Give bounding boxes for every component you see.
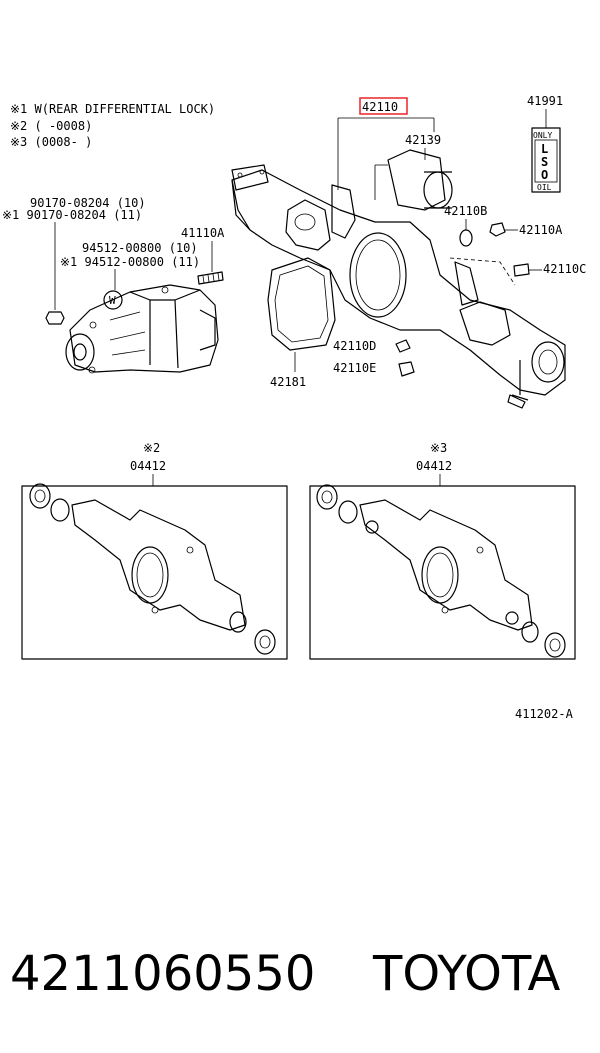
label-42110d[interactable]: 42110D — [333, 339, 376, 353]
label-42181[interactable]: 42181 — [270, 375, 306, 389]
label-42139[interactable]: 42139 — [405, 133, 441, 147]
kit-right-note: ※3 — [430, 441, 447, 455]
label-washer-b[interactable]: ※1 94512-00800 (11) — [60, 255, 200, 269]
plug-b — [459, 229, 473, 247]
lso-l: L — [541, 142, 548, 156]
kit-left-box — [21, 485, 288, 660]
label-42110a[interactable]: 42110A — [519, 223, 563, 237]
lso-bottom: OIL — [537, 183, 552, 192]
kit-left[interactable]: ※2 04412 — [21, 441, 288, 660]
leader-cover — [374, 164, 388, 200]
breather — [513, 263, 530, 277]
callout-41991[interactable]: 41991 ONLY L S O OIL — [527, 94, 563, 193]
note-3: ※3 (0008- ) — [10, 135, 92, 149]
gasket-42181 — [267, 257, 336, 351]
label-41110a[interactable]: 41110A — [181, 226, 225, 240]
figure-ref: 411202-A — [515, 707, 574, 721]
kit-right[interactable]: ※3 04412 — [309, 441, 576, 660]
label-washer-a[interactable]: 94512-00800 (10) — [82, 241, 198, 255]
lso-plate-inner — [534, 139, 558, 183]
note-1: ※1 W(REAR DIFFERENTIAL LOCK) — [10, 102, 215, 116]
footer-part-number: 4211060550 — [10, 946, 315, 1002]
axle-housing — [231, 164, 566, 409]
plug-a — [489, 222, 506, 237]
footer-brand: TOYOTA — [372, 946, 561, 1002]
kit-left-note: ※2 — [143, 441, 160, 455]
plug-d — [395, 339, 411, 353]
label-42110c[interactable]: 42110C — [543, 262, 586, 276]
label-42110b[interactable]: 42110B — [444, 204, 487, 218]
label-41991[interactable]: 41991 — [527, 94, 563, 108]
notes-block: ※1 W(REAR DIFFERENTIAL LOCK) ※2 ( -0008)… — [10, 102, 215, 149]
stud-threads — [202, 272, 220, 284]
lso-plate — [531, 127, 561, 193]
kit-left-code[interactable]: 04412 — [130, 459, 166, 473]
cover-42139 — [387, 149, 453, 211]
lso-s: S — [541, 155, 548, 169]
kit-right-code[interactable]: 04412 — [416, 459, 452, 473]
callout-42110[interactable]: 42110 — [337, 97, 435, 190]
washer-w-circle — [103, 290, 123, 310]
label-bolt-a[interactable]: 90170-08204 (10) — [30, 196, 146, 210]
note-2: ※2 ( -0008) — [10, 119, 92, 133]
lso-o: O — [541, 168, 548, 182]
kit-right-box — [309, 485, 576, 660]
label-bolt-b[interactable]: ※1 90170-08204 (11) — [2, 208, 142, 222]
differential-carrier — [65, 284, 219, 374]
label-42110e[interactable]: 42110E — [333, 361, 376, 375]
label-42110[interactable]: 42110 — [362, 100, 398, 114]
leader-42110 — [337, 117, 435, 190]
lso-top: ONLY — [533, 131, 552, 140]
kit-left-drawing — [29, 483, 276, 655]
plug-e — [398, 361, 415, 377]
leader-breather-dash — [449, 257, 516, 286]
highlight-box — [359, 97, 408, 115]
stud-part — [197, 271, 224, 285]
bolt-nut — [45, 311, 65, 325]
kit-right-drawing — [316, 484, 566, 658]
